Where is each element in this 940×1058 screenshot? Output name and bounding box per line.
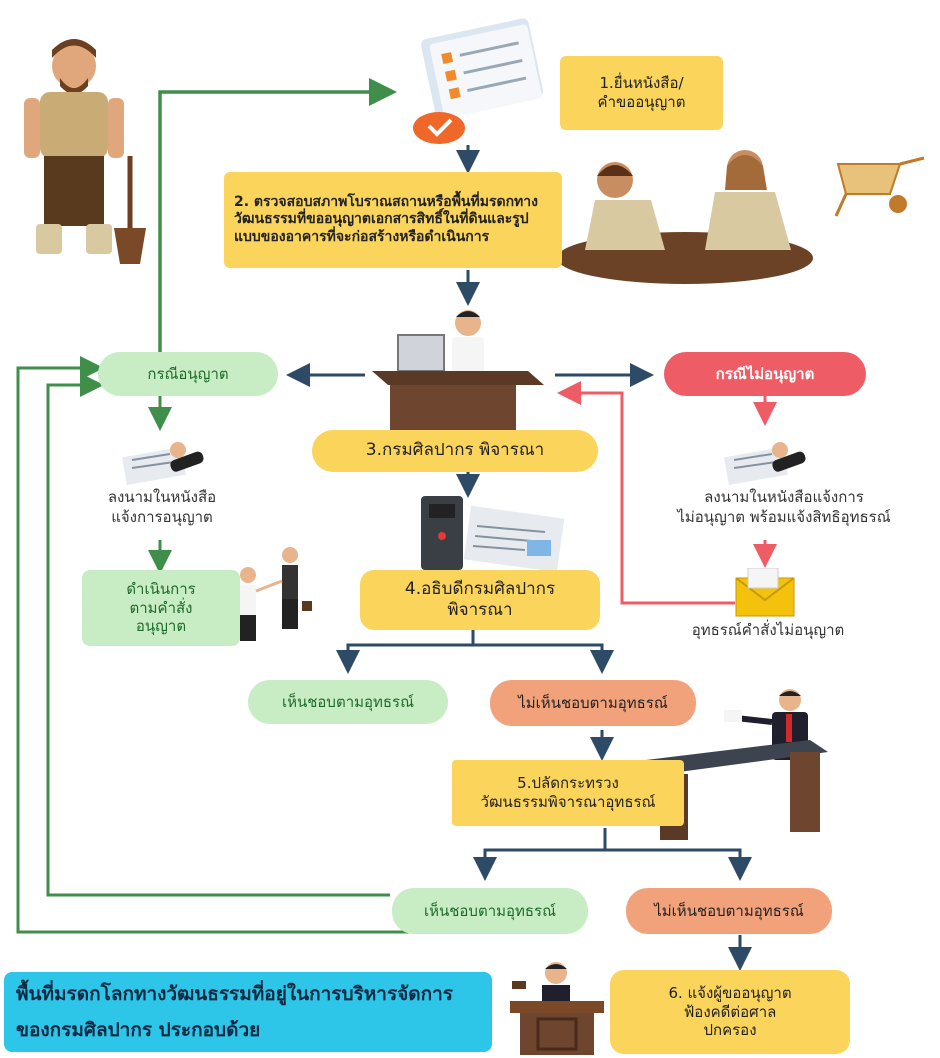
envelope-icon bbox=[735, 568, 795, 617]
world-heritage-banner-text: พื้นที่มรดกโลกทางวัฒนธรรมที่อยู่ในการบริ… bbox=[16, 983, 454, 1041]
step3-label: 3.กรมศิลปากร พิจารณา bbox=[365, 440, 545, 461]
proceed-approval-label: ดำเนินการ ตามคำสั่ง อนุญาต bbox=[126, 579, 196, 636]
officer-desk-illustration bbox=[372, 310, 544, 431]
step5-label: 5.ปลัดกระทรวง วัฒนธรรมพิจารณาอุทธรณ์ bbox=[480, 774, 656, 811]
case-denied-label: กรณีไม่อนุญาต bbox=[715, 364, 815, 383]
step6-label: 6. แจ้งผู้ขออนุญาต ฟ้องคดีต่อศาล ปกครอง bbox=[668, 983, 792, 1040]
step4-director-review: 4.อธิบดีกรมศิลปากร พิจารณา bbox=[360, 570, 600, 630]
denial-sign-caption: ลงนามในหนังสือแจ้งการ ไม่อนุญาต พร้อมแจ้… bbox=[628, 487, 940, 528]
approval-sign-text: ลงนามในหนังสือ แจ้งการอนุญาต bbox=[107, 488, 217, 527]
stamp-document-illustration bbox=[421, 496, 565, 573]
step2-inspect-site: 2. ตรวจสอบสภาพโบราณสถานหรือพื้นที่มรดกทา… bbox=[224, 172, 562, 268]
step4-agree-pill: เห็นชอบตามอุทธรณ์ bbox=[248, 680, 448, 724]
step5-agree-label: เห็นชอบตามอุทธรณ์ bbox=[423, 901, 557, 920]
step3-fine-arts-review: 3.กรมศิลปากร พิจารณา bbox=[312, 430, 598, 472]
step2-label: 2. ตรวจสอบสภาพโบราณสถานหรือพื้นที่มรดกทา… bbox=[234, 193, 538, 245]
case-approved-pill: กรณีอนุญาต bbox=[98, 352, 278, 396]
step5-permanent-secretary: 5.ปลัดกระทรวง วัฒนธรรมพิจารณาอุทธรณ์ bbox=[452, 760, 684, 826]
application-document-illustration bbox=[413, 18, 543, 144]
world-heritage-banner: พื้นที่มรดกโลกทางวัฒนธรรมที่อยู่ในการบริ… bbox=[4, 972, 492, 1052]
archaeologist-illustration bbox=[24, 39, 146, 264]
excavation-illustration bbox=[557, 150, 813, 284]
step5-disagree-label: ไม่เห็นชอบตามอุทธรณ์ bbox=[654, 901, 804, 920]
step6-notify-court: 6. แจ้งผู้ขออนุญาต ฟ้องคดีต่อศาล ปกครอง bbox=[610, 970, 850, 1054]
step4-disagree-label: ไม่เห็นชอบตามอุทธรณ์ bbox=[518, 693, 668, 712]
step4-label: 4.อธิบดีกรมศิลปากร พิจารณา bbox=[404, 578, 556, 620]
case-approved-label: กรณีอนุญาต bbox=[147, 364, 229, 383]
step5-disagree-pill: ไม่เห็นชอบตามอุทธรณ์ bbox=[626, 888, 832, 934]
proceed-approval-box: ดำเนินการ ตามคำสั่ง อนุญาต bbox=[82, 570, 240, 646]
step4-disagree-pill: ไม่เห็นชอบตามอุทธรณ์ bbox=[490, 680, 696, 726]
signing-document-icon bbox=[122, 442, 204, 485]
wheelbarrow-icon bbox=[834, 156, 925, 217]
step4-agree-label: เห็นชอบตามอุทธรณ์ bbox=[281, 692, 415, 711]
handshake-people-illustration bbox=[240, 547, 312, 641]
step1-label: 1.ยื่นหนังสือ/ คำขออนุญาต bbox=[597, 74, 686, 111]
step5-agree-pill: เห็นชอบตามอุทธรณ์ bbox=[392, 888, 588, 934]
appeal-denial-text: อุทธรณ์คำสั่งไม่อนุญาต bbox=[691, 621, 845, 639]
official-desk-illustration bbox=[646, 689, 828, 840]
case-denied-pill: กรณีไม่อนุญาต bbox=[664, 352, 866, 396]
denial-sign-text: ลงนามในหนังสือแจ้งการ ไม่อนุญาต พร้อมแจ้… bbox=[677, 488, 891, 527]
appeal-denial-caption: อุทธรณ์คำสั่งไม่อนุญาต bbox=[648, 620, 888, 640]
signing-denial-icon bbox=[724, 442, 806, 485]
court-judge-illustration bbox=[510, 962, 604, 1055]
approval-sign-caption: ลงนามในหนังสือ แจ้งการอนุญาต bbox=[62, 487, 262, 528]
step1-submit-application: 1.ยื่นหนังสือ/ คำขออนุญาต bbox=[560, 56, 723, 130]
